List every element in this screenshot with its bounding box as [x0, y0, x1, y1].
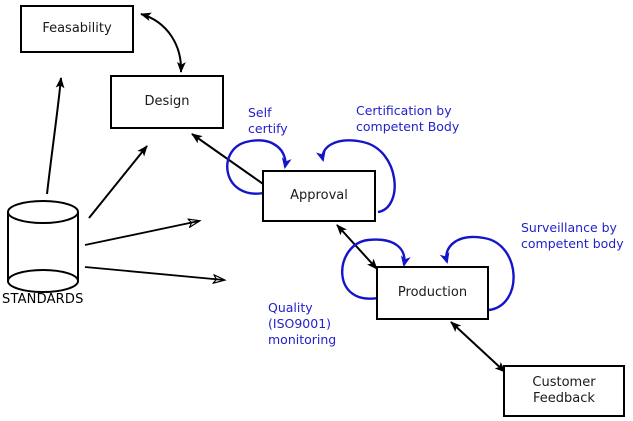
loop-surveillance-body	[439, 235, 515, 312]
node-feasability[interactable]: Feasability	[20, 5, 134, 53]
edge-production-customer-feedback	[450, 321, 506, 373]
edge-approval-production	[336, 224, 378, 270]
node-feasability-label: Feasability	[42, 21, 112, 36]
node-approval[interactable]: Approval	[262, 170, 376, 222]
edge-standards-production	[84, 266, 224, 280]
node-production-label: Production	[397, 285, 468, 300]
annotation-certification-body: Certification by competent Body	[356, 103, 460, 134]
edge-design-feasability	[140, 12, 186, 73]
loop-quality-monitoring	[341, 238, 411, 300]
annotation-self-certify: Self certify	[248, 105, 288, 136]
standards-label: STANDARDS	[2, 292, 84, 307]
annotation-surveillance-body: Surveillance by competent body	[521, 220, 624, 251]
edge-standards-feasability	[46, 77, 65, 195]
edge-standards-design	[88, 145, 148, 219]
node-production[interactable]: Production	[376, 266, 489, 320]
edge-standards-approval	[84, 221, 199, 246]
loop-certification-body	[315, 139, 396, 214]
loop-self-certify	[226, 139, 292, 195]
annotation-quality-monitoring: Quality (ISO9001) monitoring	[268, 300, 337, 347]
node-customer-feedback[interactable]: Customer Feedback	[503, 365, 625, 417]
standards-datastore	[5, 198, 85, 296]
node-approval-label: Approval	[290, 188, 348, 203]
node-design-label: Design	[144, 94, 190, 109]
node-customer-feedback-label: Customer Feedback	[532, 375, 596, 406]
node-design[interactable]: Design	[110, 75, 224, 129]
